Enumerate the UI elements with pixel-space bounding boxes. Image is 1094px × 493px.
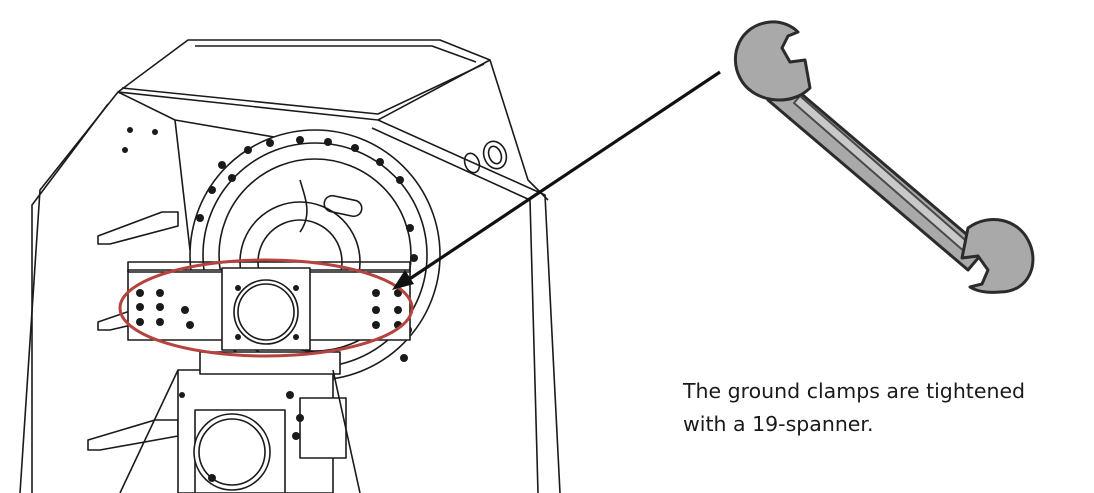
machine-top-cover <box>117 39 491 121</box>
eye-bolt <box>463 140 508 174</box>
caption-line-2: with a 19-spanner. <box>683 412 874 436</box>
caption-line-1: The ground clamps are tightened <box>683 379 1026 403</box>
pointer-arrow <box>392 70 721 290</box>
machine-housing <box>19 91 119 493</box>
caption-text: The ground clamps are tightened with a 1… <box>683 375 1093 441</box>
highlight-ellipse <box>118 258 414 358</box>
machine-drawing <box>19 39 561 493</box>
spanner-icon <box>734 20 1035 294</box>
